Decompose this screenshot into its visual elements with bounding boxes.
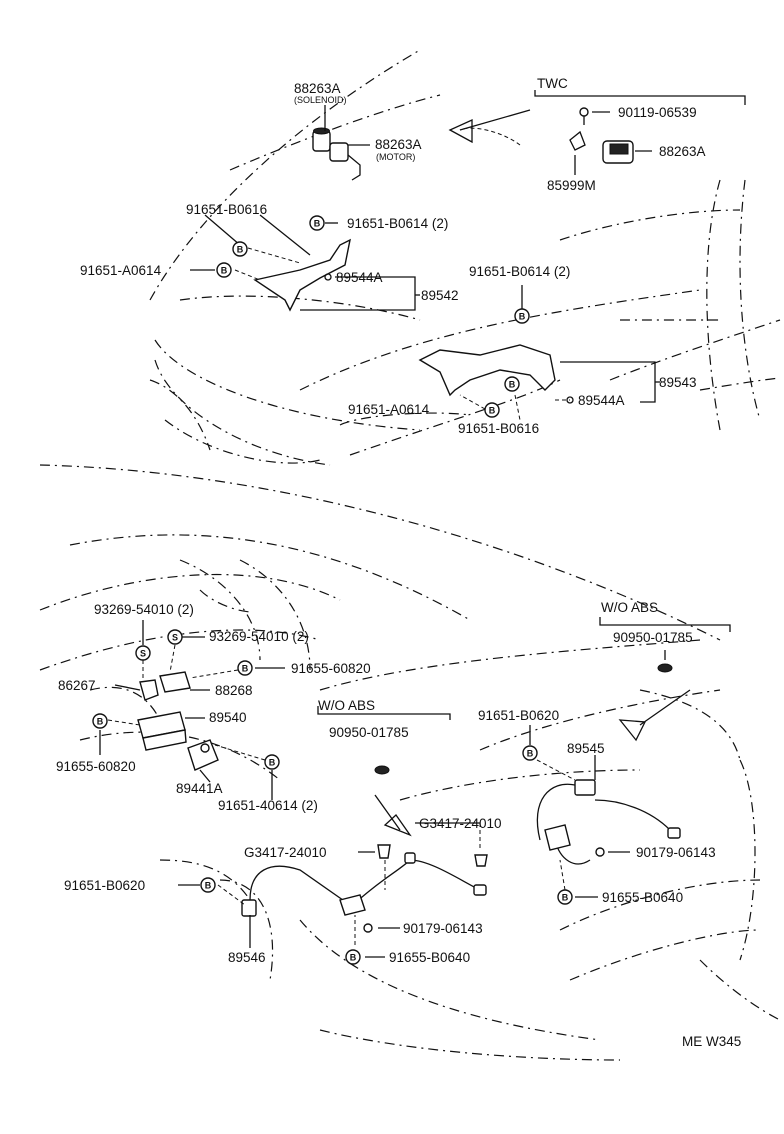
upper-leaders [190, 90, 746, 421]
label-wo-abs-b: W/O ABS [318, 698, 375, 713]
label-90950-01785-b: 90950-01785 [329, 725, 409, 740]
label-89544A-b: 89544A [578, 393, 625, 408]
svg-text:B: B [489, 406, 496, 416]
washer-marks [324, 273, 574, 404]
left-height-sensor-bracket [253, 238, 351, 312]
label-91651-B0620-a: 91651-B0620 [478, 708, 559, 723]
label-89543: 89543 [659, 375, 697, 390]
label-G3417-24010-b: G3417-24010 [244, 845, 327, 860]
label-89542: 89542 [421, 288, 459, 303]
svg-text:B: B [527, 749, 534, 759]
bolt-symbol: B [522, 745, 538, 761]
svg-text:B: B [350, 953, 357, 963]
motor-part [329, 142, 361, 181]
bolt-symbol: B [514, 308, 530, 324]
label-91651-B0616-a: 91651-B0616 [186, 202, 267, 217]
svg-text:B: B [509, 380, 516, 390]
solenoid-part [312, 127, 331, 152]
label-91655-B0640-a: 91655-B0640 [602, 890, 683, 905]
bolt-symbol: B [557, 889, 573, 905]
label-solenoid: (SOLENOID) [294, 95, 347, 105]
label-91651-B0620-b: 91651-B0620 [64, 878, 145, 893]
bolt-symbol: B [92, 713, 108, 729]
label-88263A-solenoid: 88263A [294, 81, 341, 96]
svg-text:B: B [269, 758, 276, 768]
label-91651-B0614-b: 91651-B0614 (2) [469, 264, 570, 279]
label-85999M: 85999M [547, 178, 596, 193]
label-91651-A0614-b: 91651-A0614 [348, 402, 430, 417]
label-89545: 89545 [567, 741, 605, 756]
label-89540: 89540 [209, 710, 247, 725]
label-91655-B0640-b: 91655-B0640 [389, 950, 470, 965]
label-90950-01785-a: 90950-01785 [613, 630, 693, 645]
label-91651-B0614-a: 91651-B0614 (2) [347, 216, 448, 231]
label-91651-40614: 91651-40614 (2) [218, 798, 318, 813]
bolt-symbol: B [345, 949, 361, 965]
twc-sensor-part [569, 107, 634, 164]
label-89441A: 89441A [176, 781, 223, 796]
svg-text:B: B [221, 266, 228, 276]
label-90179-06143-b: 90179-06143 [403, 921, 483, 936]
grommet-parts [363, 663, 673, 933]
label-91655-60820-b: 91655-60820 [56, 759, 136, 774]
svg-text:B: B [205, 881, 212, 891]
part-labels: 88263A (SOLENOID) 88263A (MOTOR) TWC 901… [56, 76, 741, 1049]
label-93269-54010-a: 93269-54010 (2) [94, 602, 194, 617]
svg-text:B: B [97, 717, 104, 727]
label-89546: 89546 [228, 950, 266, 965]
label-wo-abs-a: W/O ABS [601, 600, 658, 615]
bolt-symbol: B [232, 241, 248, 257]
bolt-symbol: B [237, 660, 253, 676]
label-reference-code: ME W345 [682, 1034, 741, 1049]
right-height-sensor-bracket [418, 344, 556, 397]
bolt-symbol: B [504, 376, 520, 392]
label-88268: 88268 [215, 683, 253, 698]
label-86267: 86267 [58, 678, 96, 693]
bracket-88268-part [159, 671, 191, 693]
label-90179-06143-a: 90179-06143 [636, 845, 716, 860]
bolt-symbol: B [216, 262, 232, 278]
screw-symbol: S [135, 645, 151, 661]
rear-right-harness-part [536, 779, 681, 865]
bolt-symbol: B [264, 754, 280, 770]
label-twc: TWC [537, 76, 568, 91]
screw-symbol: S [167, 629, 183, 645]
bolt-symbol: B [484, 402, 500, 418]
svg-text:B: B [314, 219, 321, 229]
bolt-symbol: B [309, 215, 325, 231]
bolt-symbol: B [200, 877, 216, 893]
svg-text:B: B [562, 893, 569, 903]
svg-text:B: B [242, 664, 249, 674]
label-88263A-motor: 88263A [375, 137, 422, 152]
actuator-89441A-part [187, 739, 219, 771]
label-89544A-a: 89544A [336, 270, 383, 285]
label-91651-A0614-a: 91651-A0614 [80, 263, 162, 278]
label-motor: (MOTOR) [376, 152, 415, 162]
svg-text:B: B [519, 312, 526, 322]
label-90119-06539: 90119-06539 [618, 105, 697, 120]
label-88263A-twc: 88263A [659, 144, 706, 159]
svg-text:B: B [237, 245, 244, 255]
bracket-86267-part [139, 679, 159, 701]
lower-car-outline [39, 464, 781, 1061]
upper-car-outline [149, 49, 781, 466]
label-93269-54010-b: 93269-54010 (2) [209, 629, 309, 644]
ecu-box-part [137, 711, 187, 751]
lower-leaders [99, 617, 731, 958]
svg-text:S: S [172, 633, 178, 643]
svg-text:S: S [140, 649, 146, 659]
label-91651-B0616-b: 91651-B0616 [458, 421, 539, 436]
rear-left-harness-part [241, 852, 487, 917]
label-G3417-24010-a: G3417-24010 [419, 816, 502, 831]
label-91655-60820-a: 91655-60820 [291, 661, 371, 676]
